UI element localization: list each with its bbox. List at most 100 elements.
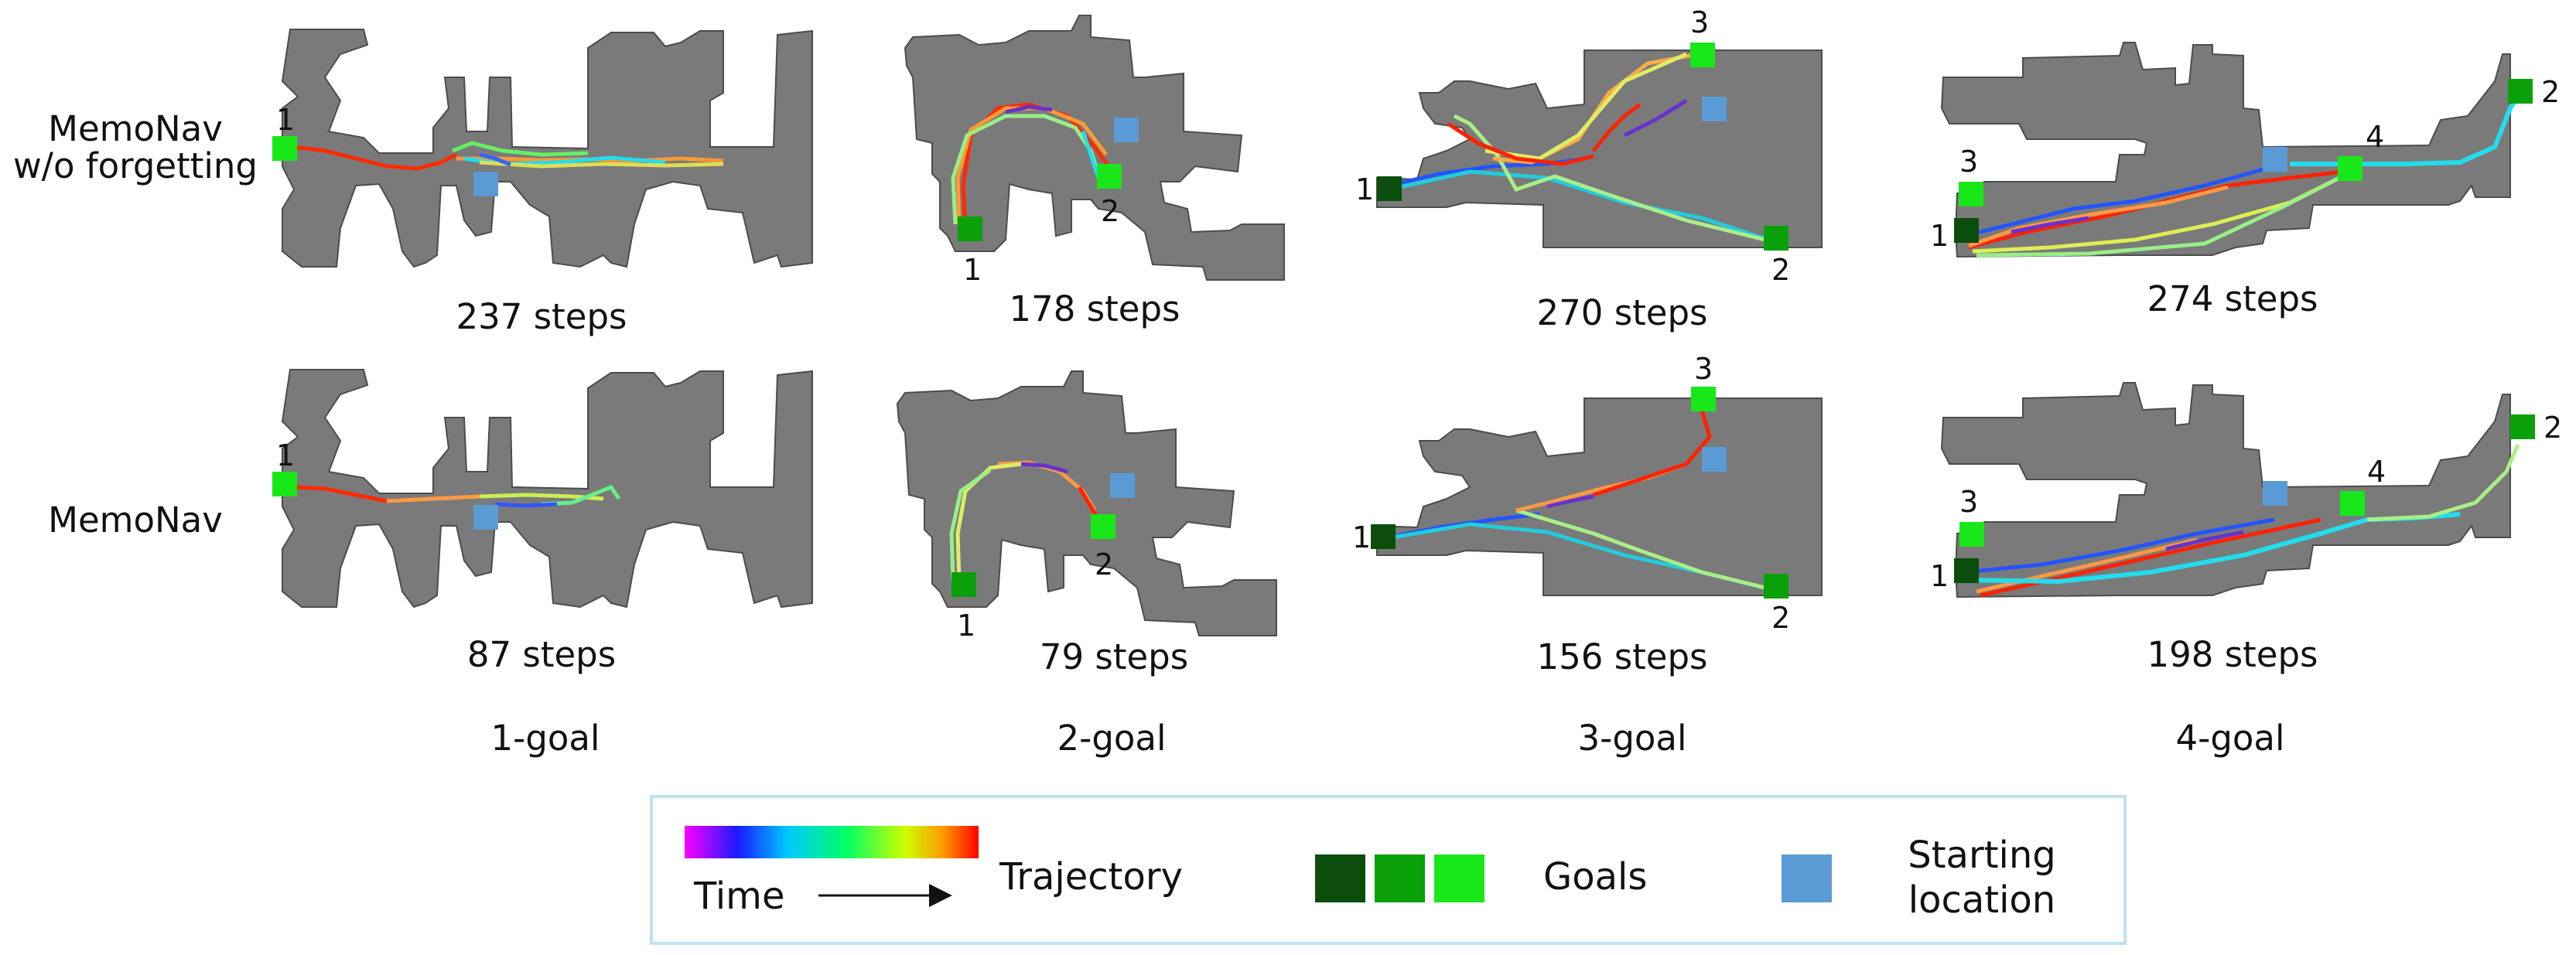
legend-starting-label-line2: location bbox=[1908, 878, 2055, 922]
goal-marker-3 bbox=[1690, 43, 1715, 67]
goal-number-1: 1 bbox=[957, 609, 975, 643]
goal-number-2: 2 bbox=[1771, 253, 1790, 287]
legend-trajectory-label: Trajectory bbox=[999, 855, 1183, 899]
steps-top-4: 274 steps bbox=[2147, 278, 2318, 319]
trajectory-blue bbox=[1964, 517, 2275, 575]
steps-top-1: 237 steps bbox=[456, 296, 627, 337]
column-label-4goal: 4-goal bbox=[2175, 718, 2284, 759]
trajectory-cyan bbox=[1392, 169, 1765, 240]
goal-marker-1 bbox=[958, 217, 982, 241]
trajectory-blue bbox=[479, 152, 511, 167]
start-marker bbox=[1110, 473, 1135, 498]
panel-top-4goal: 1 2 3 4 bbox=[1930, 42, 2560, 258]
goal-marker-4 bbox=[2340, 491, 2365, 516]
trajectory-yellow bbox=[1484, 52, 1688, 161]
trajectory-yellow bbox=[955, 462, 1022, 581]
trajectory-cyan bbox=[1081, 131, 1101, 179]
row-label-bottom-line1: MemoNav bbox=[48, 500, 223, 541]
goal-number-2: 2 bbox=[1771, 601, 1790, 635]
trajectory-green bbox=[541, 484, 621, 506]
steps-bottom-3: 156 steps bbox=[1537, 636, 1708, 677]
goal-marker-1 bbox=[951, 572, 976, 597]
start-marker bbox=[2263, 481, 2287, 506]
goal-marker-1 bbox=[1377, 176, 1402, 201]
goal-number-1: 1 bbox=[1352, 520, 1371, 554]
map-shape bbox=[282, 369, 813, 608]
goal-number-3: 3 bbox=[1959, 145, 1978, 179]
goal-number-1: 1 bbox=[276, 438, 295, 472]
column-label-1goal: 1-goal bbox=[490, 718, 600, 759]
goal-number-3: 3 bbox=[1694, 352, 1713, 386]
trajectory-red bbox=[293, 145, 458, 171]
map-shape bbox=[1941, 42, 2511, 258]
goal-marker-3 bbox=[1691, 387, 1716, 411]
trajectory-blue bbox=[1964, 164, 2275, 238]
start-marker bbox=[473, 172, 498, 196]
trajectory-purple bbox=[1546, 494, 1594, 509]
panel-top-3goal: 1 2 3 bbox=[1355, 5, 1823, 287]
goal-marker-1 bbox=[272, 472, 297, 496]
map-shape bbox=[1376, 397, 1823, 596]
steps-bottom-2: 79 steps bbox=[1040, 636, 1188, 677]
time-colorbar bbox=[685, 826, 979, 858]
goal-number-4: 4 bbox=[2366, 120, 2384, 154]
trajectory-purple bbox=[1623, 98, 1688, 138]
steps-top-3: 270 steps bbox=[1537, 292, 1708, 333]
legend-goal-swatch-1 bbox=[1315, 854, 1365, 902]
goal-number-1: 1 bbox=[1930, 559, 1949, 593]
goal-number-2: 2 bbox=[1101, 194, 1119, 228]
goal-marker-2 bbox=[1764, 226, 1789, 251]
row-label-top-line2: w/o forgetting bbox=[13, 145, 258, 186]
panel-bottom-4goal: 1 2 3 4 bbox=[1930, 382, 2562, 598]
start-marker bbox=[1702, 97, 1727, 121]
trajectory-orange bbox=[955, 106, 1108, 225]
legend-starting-label-line1: Starting bbox=[1908, 834, 2055, 877]
panel-top-2goal: 1 2 bbox=[904, 15, 1285, 287]
goal-number-2: 2 bbox=[2541, 75, 2560, 109]
goal-number-2: 2 bbox=[1095, 547, 1113, 582]
trajectory-purple bbox=[2011, 216, 2089, 234]
column-label-2goal: 2-goal bbox=[1057, 718, 1166, 759]
goal-number-1: 1 bbox=[963, 253, 982, 287]
goal-marker-1 bbox=[1954, 558, 1979, 583]
legend-time-label: Time bbox=[693, 875, 784, 918]
trajectory-blue bbox=[494, 502, 558, 508]
trajectory-orange bbox=[386, 494, 480, 503]
trajectory-lightgreen bbox=[2366, 444, 2520, 522]
goal-number-4: 4 bbox=[2367, 455, 2386, 489]
goal-number-1: 1 bbox=[276, 103, 295, 137]
goal-marker-1 bbox=[1371, 524, 1396, 549]
trajectory-red-2 bbox=[1592, 103, 1642, 152]
trajectory-purple bbox=[1020, 462, 1068, 474]
trajectory-green bbox=[949, 468, 992, 581]
goal-number-2: 2 bbox=[2544, 411, 2562, 445]
goal-number-1: 1 bbox=[1930, 219, 1949, 253]
trajectory-purple bbox=[1005, 104, 1053, 114]
goal-marker-2 bbox=[1764, 574, 1789, 599]
goal-number-3: 3 bbox=[1959, 485, 1978, 519]
goal-number-1: 1 bbox=[1355, 172, 1374, 206]
goal-marker-2 bbox=[1097, 164, 1122, 189]
trajectory-purple bbox=[2165, 530, 2244, 551]
legend-start-swatch bbox=[1782, 854, 1832, 902]
trajectory-yellow bbox=[479, 160, 724, 169]
goal-number-3: 3 bbox=[1690, 5, 1709, 39]
trajectory-lightgreen bbox=[1515, 508, 1772, 592]
trajectory-orange bbox=[1976, 537, 2198, 594]
goal-marker-2 bbox=[1091, 514, 1115, 539]
map-shape bbox=[282, 29, 813, 268]
trajectory-red bbox=[1593, 409, 1712, 497]
trajectory-red bbox=[293, 485, 388, 503]
goal-marker-3 bbox=[1959, 182, 1983, 206]
goal-marker-2 bbox=[2508, 79, 2533, 104]
trajectory-green bbox=[452, 141, 589, 157]
row-label-top-line1: MemoNav bbox=[48, 108, 223, 149]
panel-bottom-2goal: 1 2 bbox=[897, 370, 1277, 643]
legend-goal-swatch-2 bbox=[1375, 854, 1425, 902]
panel-top-1goal: 1 bbox=[272, 29, 813, 268]
steps-bottom-4: 198 steps bbox=[2147, 634, 2318, 675]
legend-goal-swatch-3 bbox=[1434, 854, 1484, 902]
goal-marker-3 bbox=[1959, 522, 1984, 547]
start-marker bbox=[1702, 447, 1727, 472]
goal-marker-4 bbox=[2338, 156, 2362, 181]
